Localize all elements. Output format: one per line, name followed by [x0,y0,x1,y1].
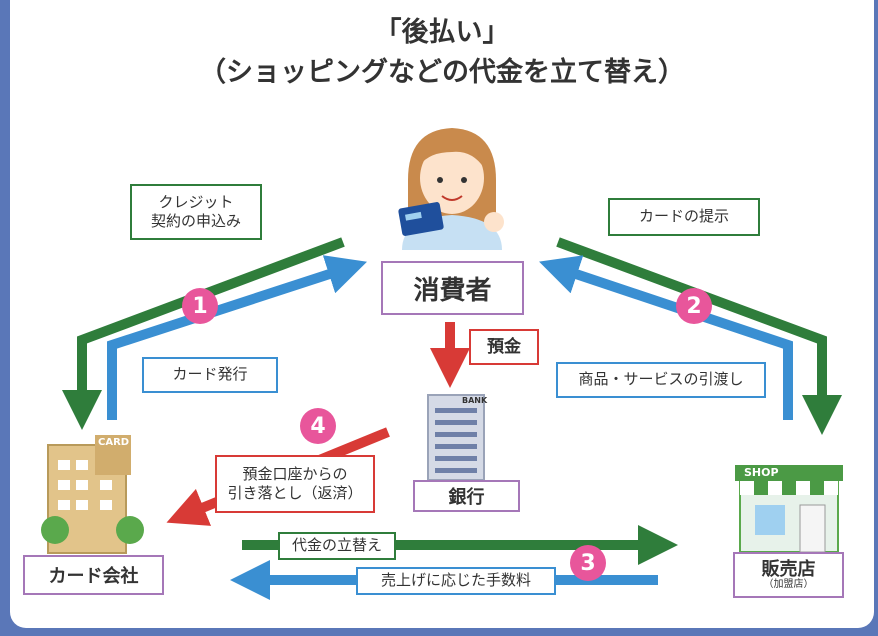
credit-application-line1: クレジット [158,192,234,211]
shop-building-icon [735,465,843,553]
store-node: 販売店 （加盟店） [733,552,844,598]
diagram-subtitle: （ショッピングなどの代金を立て替え） [199,57,685,88]
diagram-title: 「後払い」 [374,17,510,48]
step-number-4: 4 [300,408,336,444]
store-note: （加盟店） [763,579,814,591]
card-company-node: カード会社 [23,555,164,595]
consumer-node: 消費者 [381,261,524,315]
card-issue-label: カード発行 [142,357,278,393]
consumer-person-icon [398,128,504,250]
debit-line1: 預金口座からの [242,464,348,483]
shop-sign: SHOP [744,466,779,479]
card-sign: CARD [98,437,130,448]
bank-label: 銀行 [448,487,485,508]
goods-delivery-label: 商品・サービスの引渡し [556,362,766,398]
consumer-label: 消費者 [413,275,492,306]
bank-node: 銀行 [413,480,520,512]
credit-application-label: クレジット 契約の申込み [130,184,262,240]
arrow-card-presentation [556,237,842,435]
payment-advance-label: 代金の立替え [278,532,396,560]
card-presentation-label: カードの提示 [608,198,760,236]
debit-line2: 引き落とし（返済） [227,484,363,502]
debit-label: 預金口座からの 引き落とし（返済） [215,455,375,513]
card-company-building-icon [41,435,144,554]
credit-application-line2: 契約の申込み [150,212,241,230]
step-number-1: 1 [182,288,218,324]
arrow-credit-application [62,237,345,430]
bank-sign: BANK [462,396,488,405]
arrow-card-issue [107,255,368,420]
diagram-canvas: 「後払い」 （ショッピングなどの代金を立て替え） [10,0,874,628]
fee-label: 売上げに応じた手数料 [356,567,556,595]
store-label: 販売店 [761,558,816,580]
bank-building-icon [427,394,485,481]
step-number-2: 2 [676,288,712,324]
arrow-goods-delivery [539,255,793,420]
card-company-label: カード会社 [48,566,139,587]
deposit-label: 預金 [469,329,539,365]
step-number-3: 3 [570,545,606,581]
